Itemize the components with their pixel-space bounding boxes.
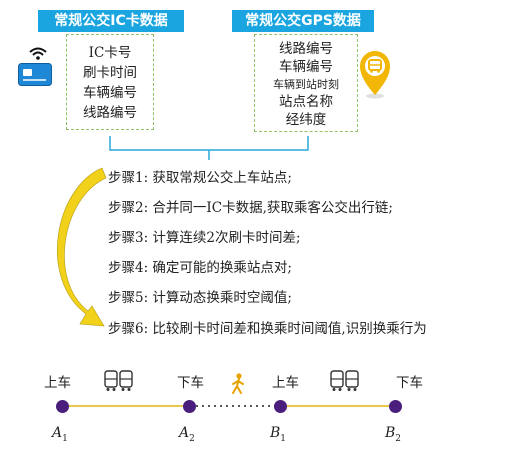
step-4: 步骤4: 确定可能的换乘站点对; [108,260,292,276]
ic-card-header: 常规公交IC卡数据 [38,10,184,32]
node-label-b1: B1 [270,425,287,444]
node-a1 [56,400,69,413]
gps-fields-box: 线路编号 车辆编号 车辆到站时刻 站点名称 经纬度 [254,34,358,132]
ic-card-fields-box: IC卡号 刷卡时间 车辆编号 线路编号 [66,34,154,130]
ic-card-field: IC卡号 [88,45,132,61]
node-label-a2: A2 [179,425,195,444]
step-3: 步骤3: 计算连续2次刷卡时间差; [108,230,301,246]
boarding-label-b1: 上车 [272,375,299,391]
wifi-icon [29,47,47,60]
node-a2 [183,400,196,413]
step-1: 步骤1: 获取常规公交上车站点; [108,170,292,186]
gps-field: 线路编号 [279,41,333,57]
ic-card-field: 线路编号 [83,105,137,121]
node-label-b2: B2 [385,425,402,444]
gps-header: 常规公交GPS数据 [232,10,374,32]
step-6: 步骤6: 比较刷卡时间差和换乘时间阈值,识别换乘行为 [108,321,427,337]
step-5: 步骤5: 计算动态换乘时空阈值; [108,290,292,306]
bus-location-pin-icon [360,51,390,99]
gps-field: 车辆到站时刻 [273,78,339,91]
walking-person-icon [232,373,244,394]
ic-card-icon [18,63,52,86]
step-2: 步骤2: 合并同一IC卡数据,获取乘客公交出行链; [108,200,393,216]
boarding-label-a1: 上车 [44,375,71,391]
alighting-label-b2: 下车 [396,375,423,391]
bus-icon [104,370,133,391]
ic-card-field: 车辆编号 [83,85,137,101]
alighting-label-a2: 下车 [177,375,204,391]
node-b1 [274,400,287,413]
node-b2 [389,400,402,413]
gps-field: 站点名称 [279,94,333,110]
gps-field: 车辆编号 [279,59,333,75]
node-label-a1: A1 [52,425,68,444]
gps-field: 经纬度 [285,112,327,128]
bus-icon [330,370,359,391]
ic-card-field: 刷卡时间 [83,65,137,81]
